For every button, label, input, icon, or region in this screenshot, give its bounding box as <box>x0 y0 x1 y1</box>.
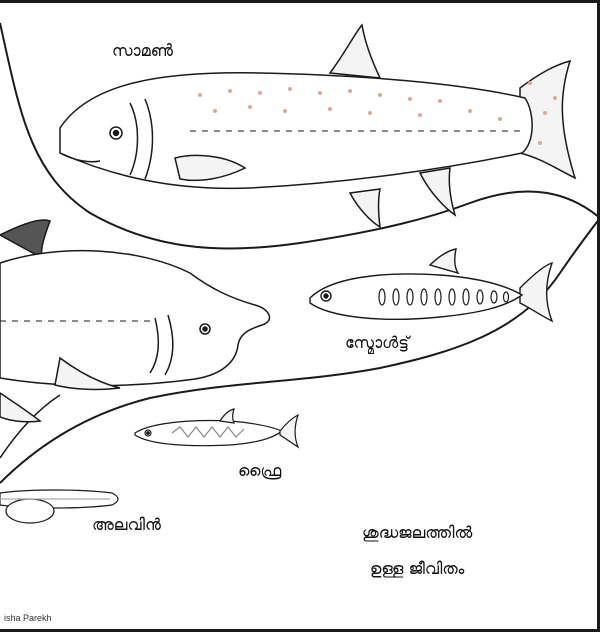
freshwater-life-line2: ഉള്ള ജീവിതം <box>362 551 472 587</box>
smolt-label: സ്മോൾട്ട് <box>345 333 409 353</box>
freshwater-life-label: ശുദ്ധജലത്തിൽ ഉള്ള ജീവിതം <box>362 515 472 587</box>
fry-label: ഫ്രൈ <box>238 461 281 481</box>
salmon-label: സാമൺ <box>112 41 173 61</box>
fry-fish <box>135 409 298 447</box>
spawning-salmon <box>0 220 269 422</box>
salmon-lifecycle-illustration <box>0 3 600 632</box>
smolt-fish <box>310 249 552 321</box>
illustrator-credit: isha Parekh <box>4 613 52 623</box>
freshwater-life-line1: ശുദ്ധജലത്തിൽ <box>362 515 472 551</box>
alevin-label: അലവിൻ <box>92 515 161 535</box>
